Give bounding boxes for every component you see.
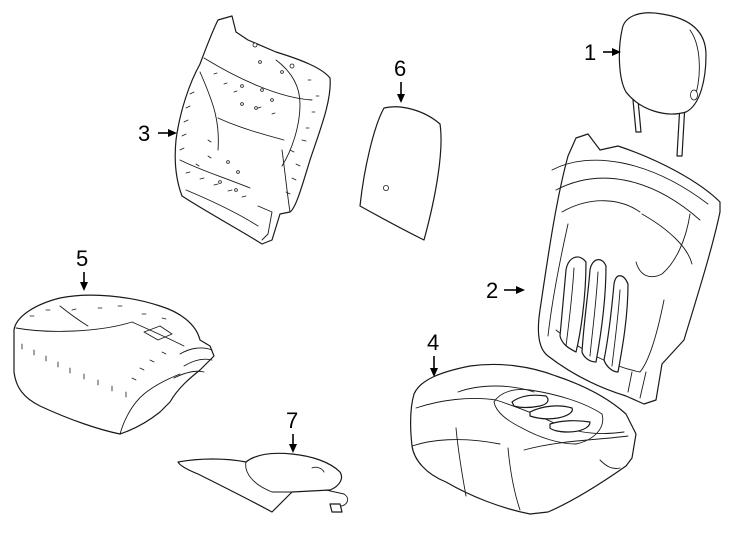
callout-2-label: 2 <box>486 278 498 303</box>
seat-back-cover-part <box>537 133 721 405</box>
back-pad-stitching <box>179 72 320 198</box>
callout-7-label: 7 <box>286 408 298 433</box>
cushion-panel-part <box>177 452 349 513</box>
callout-1-label: 1 <box>584 40 596 65</box>
cushion-pad-stitching <box>21 305 167 398</box>
callout-3-label: 3 <box>138 121 150 146</box>
back-panel-part <box>359 106 442 241</box>
callout-4-label: 4 <box>427 330 439 355</box>
headrest-part <box>618 12 707 157</box>
seat-cushion-pad-part <box>13 294 215 435</box>
callout-leaders <box>80 48 621 453</box>
callout-6-label: 6 <box>394 56 406 81</box>
seat-cushion-cover-part <box>410 363 637 515</box>
callout-5-label: 5 <box>76 246 88 271</box>
seat-back-pad-part <box>174 15 331 245</box>
